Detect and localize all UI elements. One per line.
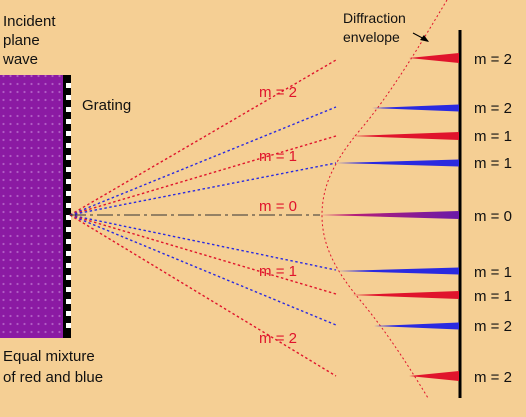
- grating-slit: [66, 179, 71, 184]
- ray-label-lower-m2: m = 2: [259, 330, 297, 347]
- screen-label-blue-top-m2: m = 2: [474, 100, 512, 117]
- grating-slit: [66, 83, 71, 88]
- screen-label-red-top-m1: m = 1: [474, 128, 512, 145]
- screen-label-red-bottom-m1: m = 1: [474, 288, 512, 305]
- ray-label-upper-m1: m = 1: [259, 148, 297, 165]
- grating-slit: [66, 167, 71, 172]
- grating-slit: [66, 203, 71, 208]
- ray-red-lower-m1: [69, 214, 337, 295]
- intensity-peaks: [320, 53, 459, 381]
- incident-label-line1: Incident: [3, 13, 56, 30]
- screen-label-center-m0: m = 0: [474, 208, 512, 225]
- screen-label-red-top-m2: m = 2: [474, 51, 512, 68]
- ray-red-upper-m2: [69, 59, 337, 216]
- peak-blue-top-m2: [372, 104, 459, 112]
- grating-slit: [66, 191, 71, 196]
- grating-slit: [66, 275, 71, 280]
- grating-slit: [66, 251, 71, 256]
- grating-slit: [66, 107, 71, 112]
- peak-blue-top-m1: [336, 159, 459, 167]
- grating-slit: [66, 131, 71, 136]
- grating-slit: [66, 119, 71, 124]
- ray-label-upper-m2: m = 2: [259, 84, 297, 101]
- screen-label-blue-bottom-m1: m = 1: [474, 264, 512, 281]
- grating-slit: [66, 239, 71, 244]
- grating-slit: [66, 263, 71, 268]
- grating-slit: [66, 311, 71, 316]
- diffraction-label-line1: Diffraction: [343, 10, 406, 26]
- screen-label-blue-top-m1: m = 1: [474, 155, 512, 172]
- grating-slit: [66, 287, 71, 292]
- incident-wave: [0, 75, 63, 338]
- grating-slit: [66, 227, 71, 232]
- mixture-label-line2: of red and blue: [3, 369, 103, 386]
- grating-slit: [66, 155, 71, 160]
- peak-purple-center-m0: [320, 211, 459, 219]
- grating-slit: [66, 323, 71, 328]
- diffraction-label-line2: envelope: [343, 29, 400, 45]
- peak-blue-bottom-m1: [338, 267, 459, 275]
- screen-label-blue-bottom-m2: m = 2: [474, 318, 512, 335]
- peak-red-bottom-m2: [409, 371, 459, 381]
- peak-blue-bottom-m2: [374, 322, 459, 330]
- ray-red-lower-m2: [69, 214, 337, 377]
- envelope-arrowhead: [420, 35, 429, 42]
- grating-slit: [66, 95, 71, 100]
- diffraction-envelope-curve: [321, 0, 448, 399]
- grating-slit: [66, 143, 71, 148]
- screen-label-red-bottom-m2: m = 2: [474, 369, 512, 386]
- peak-red-top-m1: [352, 132, 459, 140]
- grating: [63, 75, 71, 338]
- grating-label: Grating: [82, 97, 131, 114]
- incident-label-line3: wave: [2, 51, 38, 68]
- peak-red-bottom-m1: [352, 291, 459, 299]
- ray-blue-lower-m1: [69, 214, 337, 271]
- peak-red-top-m2: [409, 53, 459, 63]
- incident-label-line2: plane: [3, 32, 40, 49]
- ray-blue-upper-m1: [69, 162, 337, 216]
- ray-label-lower-m1: m = 1: [259, 263, 297, 280]
- grating-slit: [66, 299, 71, 304]
- mixture-label-line1: Equal mixture: [3, 348, 95, 365]
- grating-slit: [66, 215, 71, 220]
- diffracted-rays: [69, 59, 337, 377]
- ray-label-center-m0: m = 0: [259, 198, 297, 215]
- ray-red-upper-m1: [69, 135, 337, 216]
